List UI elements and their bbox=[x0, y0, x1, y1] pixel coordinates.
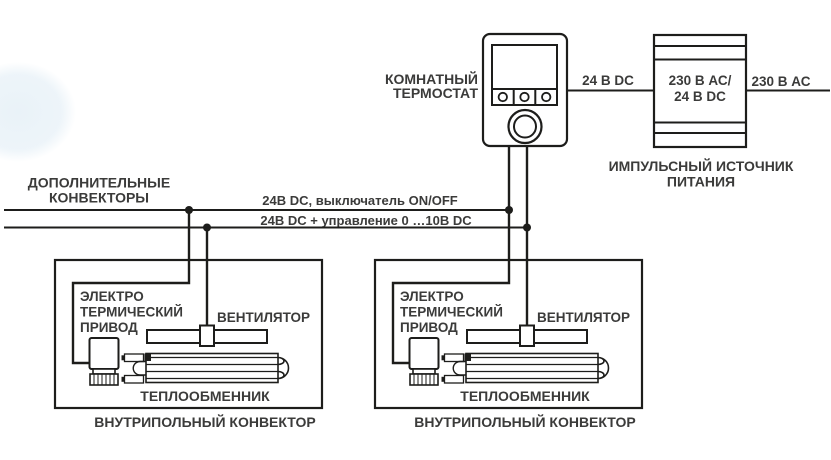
convector-caption: ВНУТРИПОЛЬНЫЙ КОНВЕКТОР bbox=[94, 413, 315, 430]
junction-dot bbox=[523, 223, 531, 232]
hx-bottom-fitting bbox=[123, 374, 145, 384]
convector-caption: ВНУТРИПОЛЬНЫЙ КОНВЕКТОР bbox=[414, 413, 635, 430]
psu-input-label: 24 В DC bbox=[582, 73, 634, 88]
actuator-body bbox=[88, 337, 120, 370]
hx-top-fitting-cap bbox=[441, 355, 445, 361]
hx-left-ubend bbox=[132, 360, 146, 376]
hx-tubes bbox=[146, 356, 278, 380]
bus-wires: ДОПОЛНИТЕЛЬНЫЕ КОНВЕКТОРЫ 24В DC, выключ… bbox=[4, 175, 527, 229]
actuator-base-ribs bbox=[413, 374, 435, 385]
hx-bottom-fitting-cap bbox=[441, 376, 445, 382]
junction-dot bbox=[185, 206, 193, 214]
thermostat-button-row bbox=[491, 88, 558, 106]
thermostat-dial-inner bbox=[513, 114, 537, 139]
convector-box bbox=[373, 258, 644, 410]
thermostat-dial-outer bbox=[507, 108, 543, 145]
psu-output-label: 230 В АС bbox=[752, 74, 811, 89]
psu-box bbox=[652, 33, 748, 149]
junction-dot bbox=[203, 223, 211, 232]
psu-caption-line1: ИМПУЛЬСНЫЙ ИСТОЧНИК bbox=[609, 157, 794, 174]
thermostat-button-icon bbox=[497, 91, 508, 103]
actuator-label-line3: ПРИВОД bbox=[400, 320, 458, 335]
bus-wire1-label: 24В DC, выключатель ON/OFF bbox=[262, 193, 457, 208]
thermostat-button-icon bbox=[541, 91, 552, 103]
power-supply-unit: 24 В DC 230 В АС/ 24 В DC 230 В АС ИМПУЛ… bbox=[567, 33, 830, 190]
thermostat-label-line2: ТЕРМОСТАТ bbox=[393, 85, 478, 101]
thermostat-label-line1: КОМНАТНЫЙ bbox=[385, 70, 478, 87]
extra-convectors-label-line1: ДОПОЛНИТЕЛЬНЫЕ bbox=[28, 175, 170, 191]
actuator-label-line3: ПРИВОД bbox=[80, 320, 138, 335]
psu-vent-stripes bbox=[654, 45, 746, 134]
hx-tubes bbox=[466, 356, 598, 380]
watermark-blob bbox=[0, 62, 76, 162]
convector-right: ЭЛЕКТРО ТЕРМИЧЕСКИЙ ПРИВОД ВЕНТИЛЯТОР ТЕ… bbox=[373, 258, 644, 430]
fan-label: ВЕНТИЛЯТОР bbox=[537, 310, 630, 325]
left-actuator-wire bbox=[71, 210, 191, 365]
hx-bottom-fitting bbox=[443, 374, 465, 384]
convector-left: ЭЛЕКТРО ТЕРМИЧЕСКИЙ ПРИВОД ВЕНТИЛЯТОР ТЕ… bbox=[53, 258, 324, 430]
right-actuator-wire bbox=[391, 146, 511, 365]
fan-label: ВЕНТИЛЯТОР bbox=[217, 310, 310, 325]
fan-motor-block bbox=[199, 324, 215, 347]
hx-top-fitting bbox=[123, 353, 145, 363]
heat-exchanger-label: ТЕПЛООБМЕННИК bbox=[460, 388, 590, 404]
extra-convectors-label-line2: КОНВЕКТОРЫ bbox=[49, 190, 149, 206]
hx-left-ubend bbox=[452, 360, 466, 376]
hx-body bbox=[145, 352, 279, 384]
button-dividers bbox=[512, 89, 537, 105]
hx-bottom-fitting-cap bbox=[121, 376, 125, 382]
thermostat-button-icon bbox=[519, 91, 530, 103]
hx-right-ubends bbox=[277, 356, 290, 380]
bus-wire2-label: 24В DC + управление 0 …10В DC bbox=[260, 213, 472, 228]
convector-box bbox=[53, 258, 324, 410]
psu-caption-line2: ПИТАНИЯ bbox=[667, 174, 735, 190]
hx-top-fitting bbox=[443, 353, 465, 363]
drop-wires bbox=[71, 146, 531, 365]
hx-body bbox=[465, 352, 599, 384]
actuator-label-line1: ЭЛЕКТРО bbox=[80, 289, 144, 304]
actuator-label-line1: ЭЛЕКТРО bbox=[400, 289, 464, 304]
actuator-base bbox=[89, 373, 119, 386]
heat-exchanger bbox=[441, 352, 610, 384]
junction-dot bbox=[505, 206, 513, 214]
room-thermostat: КОМНАТНЫЙ ТЕРМОСТАТ bbox=[385, 32, 569, 148]
psu-rating-line2: 24 В DC bbox=[674, 89, 726, 104]
actuator-label-line2: ТЕРМИЧЕСКИЙ bbox=[400, 305, 503, 320]
hx-right-ubends bbox=[597, 356, 610, 380]
heat-exchanger-label: ТЕПЛООБМЕННИК bbox=[140, 388, 270, 404]
actuator-base-ribs bbox=[93, 374, 115, 385]
actuator-label-line2: ТЕРМИЧЕСКИЙ bbox=[80, 305, 183, 320]
fan-motor-block bbox=[519, 324, 535, 347]
actuator-base bbox=[409, 373, 439, 386]
psu-rating-line1: 230 В АС/ bbox=[669, 73, 732, 88]
heat-exchanger bbox=[121, 352, 290, 384]
hx-top-fitting-cap bbox=[121, 355, 125, 361]
actuator-body bbox=[408, 337, 440, 370]
